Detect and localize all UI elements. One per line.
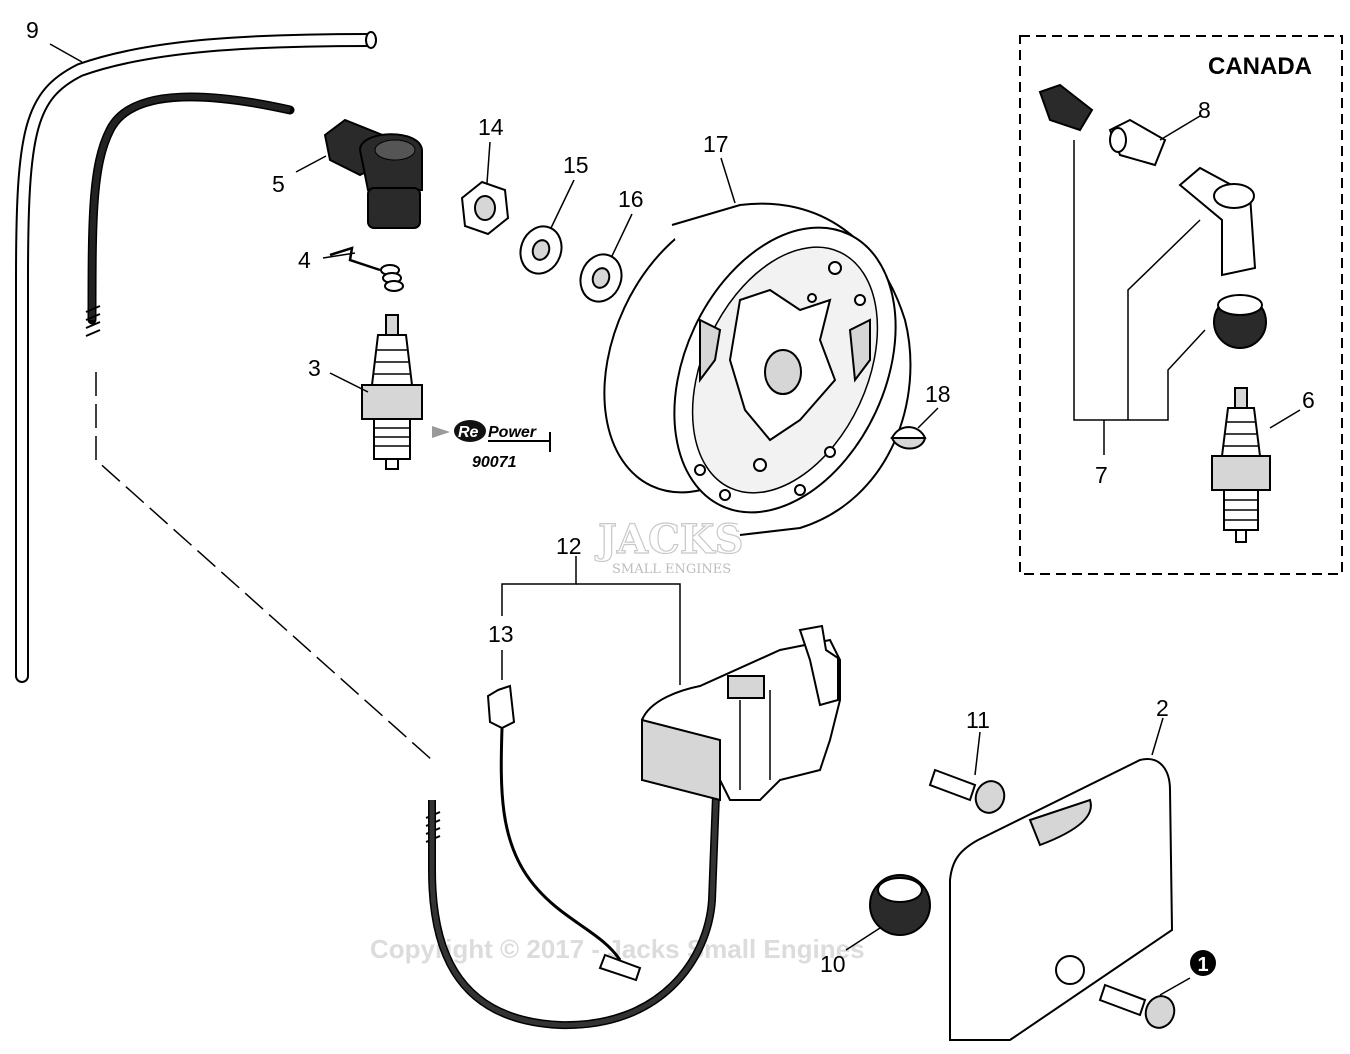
part-ht-lead [85, 92, 720, 1030]
callout-5: 5 [272, 171, 285, 197]
callout-10: 10 [820, 951, 846, 977]
callout-1-badge: 1 [1190, 950, 1216, 976]
canada-spark-plug-boot [1178, 166, 1257, 277]
part-5-spark-plug-boot [323, 118, 423, 229]
repower-re: Re [458, 424, 479, 441]
part-8-terminal [1108, 118, 1167, 167]
watermark-brand: JACKS [595, 516, 743, 563]
part-13-ground-wire [486, 684, 642, 982]
callout-15: 15 [563, 152, 589, 178]
callout-9: 9 [26, 17, 39, 43]
part-12-ignition-module [641, 624, 841, 802]
canada-kit-box: CANADA [1019, 35, 1343, 575]
callout-7: 7 [1095, 462, 1108, 488]
part-14-nut [460, 180, 510, 236]
callout-6: 6 [1302, 387, 1315, 413]
callout-4: 4 [298, 247, 311, 273]
part-15-washer [519, 225, 563, 275]
callout-14: 14 [478, 114, 504, 140]
leader-lines [49, 43, 1301, 996]
repower-logo: Re Power 90071 [432, 420, 551, 471]
part-10-grommet [869, 874, 931, 936]
callout-18: 18 [925, 381, 951, 407]
part-1-screw [1098, 983, 1176, 1029]
callout-1: 1 [1197, 954, 1208, 976]
callout-12: 12 [556, 533, 582, 559]
part-9-fuel-line [15, 31, 377, 683]
part-2-cover [949, 758, 1174, 1041]
part-18-woodruff-key [890, 426, 927, 450]
callout-8: 8 [1198, 97, 1211, 123]
callout-3: 3 [308, 355, 321, 381]
callout-2: 2 [1156, 695, 1169, 721]
canada-spring [1213, 294, 1267, 349]
part-4-spring-clip [329, 246, 404, 292]
canada-boot-seal [1038, 83, 1094, 132]
part-17-flywheel [603, 202, 912, 536]
canada-box-title: CANADA [1208, 53, 1312, 80]
callouts: 9 5 4 3 14 15 16 17 18 8 6 7 12 13 11 2 … [26, 17, 1315, 977]
part-11-screw [928, 768, 1006, 814]
callout-13: 13 [488, 621, 514, 647]
callout-17: 17 [703, 131, 729, 157]
part-16-washer [579, 253, 623, 303]
part-6-spark-plug [1211, 387, 1271, 543]
repower-power: Power [488, 424, 537, 441]
repower-part-number: 90071 [472, 454, 517, 471]
watermark-subtitle: SMALL ENGINES [612, 562, 731, 577]
callout-11: 11 [966, 707, 990, 733]
callout-16: 16 [618, 186, 644, 212]
part-3-spark-plug [361, 314, 423, 470]
